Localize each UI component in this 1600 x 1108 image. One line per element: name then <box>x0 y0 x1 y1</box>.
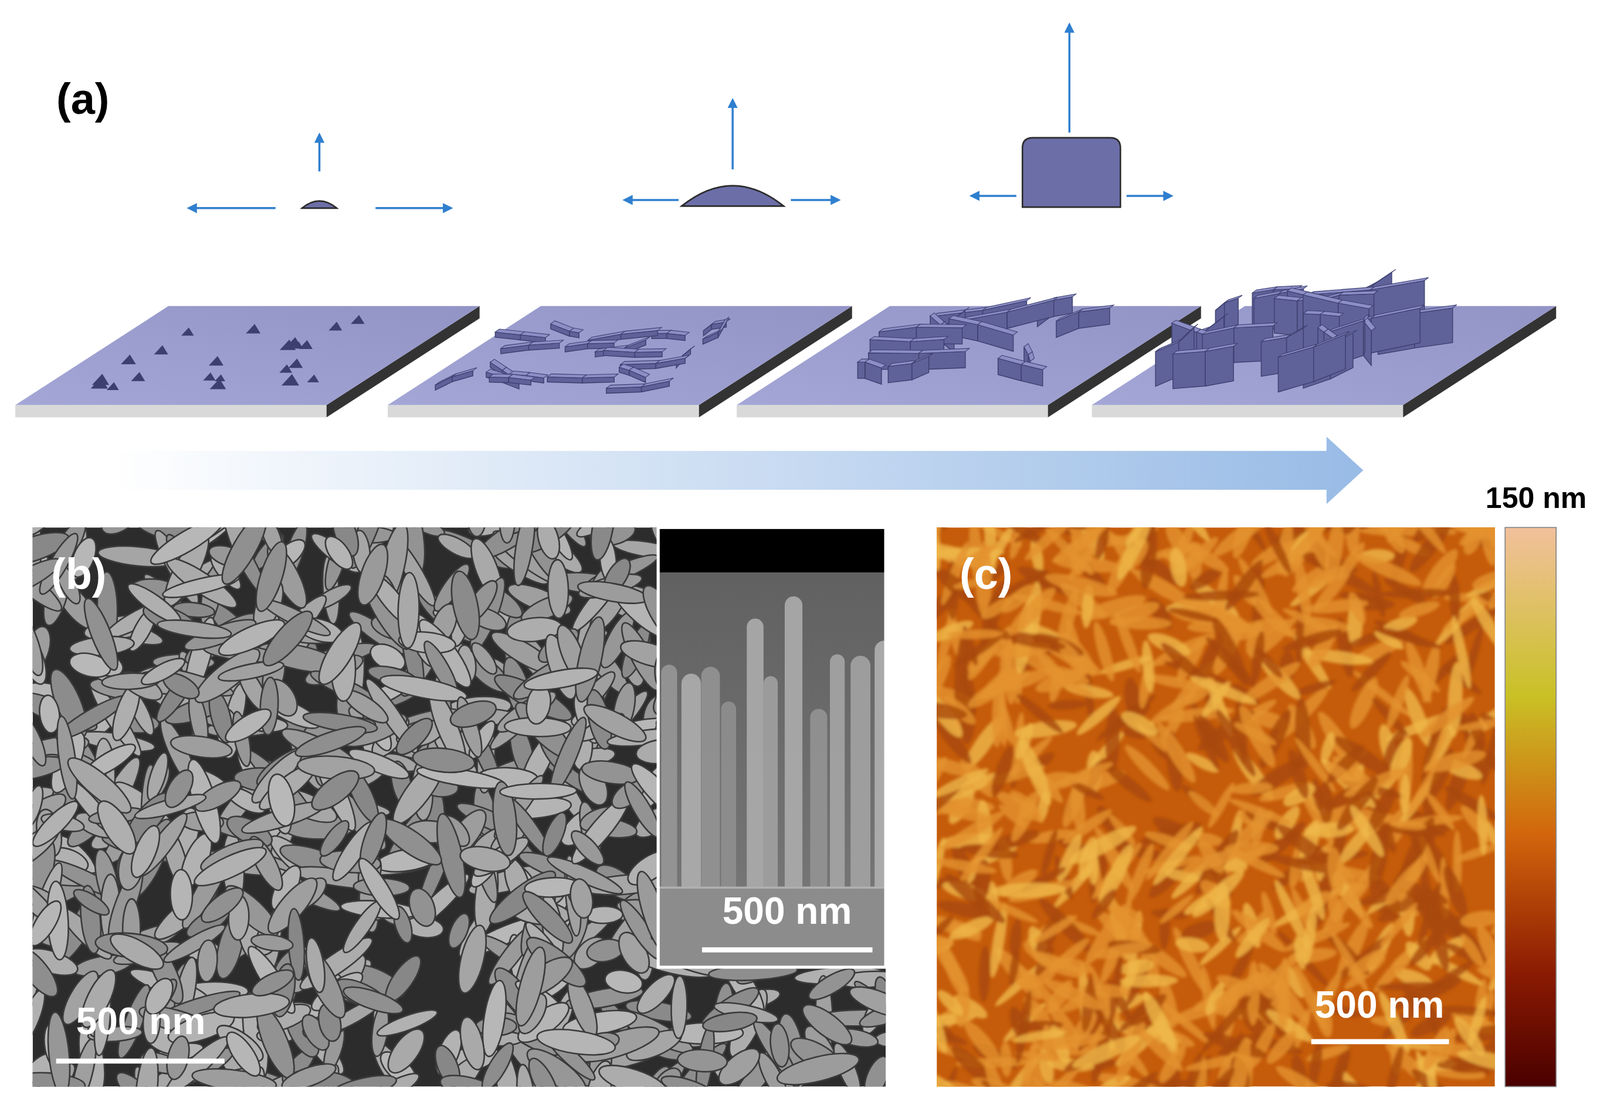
scale-bar-label: 500 nm <box>76 1000 206 1042</box>
scale-bar-label: 500 nm <box>722 890 853 932</box>
scale-bar-label: 500 nm <box>1314 984 1445 1026</box>
panel-letter: (a) <box>56 75 110 123</box>
colorbar-max-label: 150 nm <box>1485 482 1587 515</box>
panel-letter: (b) <box>51 550 107 598</box>
panel-letter: (c) <box>959 550 1013 598</box>
